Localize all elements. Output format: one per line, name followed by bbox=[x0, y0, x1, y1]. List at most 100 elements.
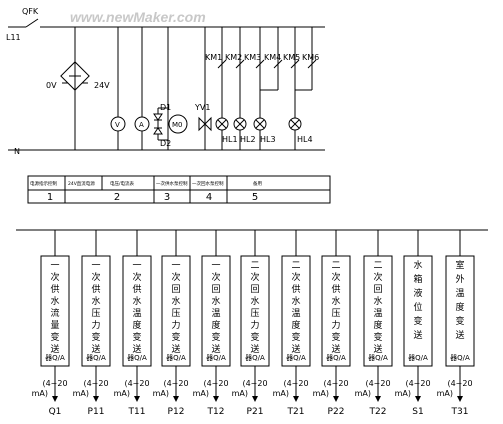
arrow-icon bbox=[293, 396, 299, 402]
transmitter-name-char: 回 bbox=[171, 284, 180, 295]
arrow-icon bbox=[134, 396, 140, 402]
transmitter-suffix: 器Q/A bbox=[166, 354, 186, 362]
transmitter-suffix: 器Q/A bbox=[245, 354, 265, 362]
transmitter-signal-unit: mA) bbox=[313, 389, 329, 398]
transmitter-signal-range: (4~20 bbox=[83, 379, 108, 388]
neutral-label: N bbox=[14, 147, 20, 156]
transmitter-name-char: 压 bbox=[250, 308, 259, 319]
transmitter-name-char: 压 bbox=[91, 308, 100, 319]
transmitter-signal-range: (4~20 bbox=[405, 379, 430, 388]
transmitter-signal-range: (4~20 bbox=[447, 379, 472, 388]
relay-label-km1: KM1 bbox=[205, 53, 222, 62]
table-desc-3: 电压/电流表 bbox=[110, 180, 135, 187]
transmitter-name-char: 量 bbox=[50, 320, 59, 331]
lamp-label-hl4: HL4 bbox=[297, 135, 313, 144]
arrow-icon bbox=[415, 396, 421, 402]
transmitter-name-char: 箱 bbox=[413, 273, 422, 285]
relay-contact-km3 bbox=[255, 59, 265, 69]
transmitter-name-char: 送 bbox=[413, 329, 422, 341]
transmitter-name-char: 送 bbox=[373, 343, 382, 355]
transmitter-name-char: 供 bbox=[132, 283, 141, 295]
transmitter-name-char: 变 bbox=[373, 331, 382, 343]
transmitter-name-char: 温 bbox=[455, 288, 464, 299]
arrow-icon bbox=[252, 396, 258, 402]
lamp-label-hl1: HL1 bbox=[222, 135, 238, 144]
transmitter-signal-unit: mA) bbox=[355, 389, 371, 398]
transmitter-signal-unit: mA) bbox=[437, 389, 453, 398]
transmitter-name-char: 变 bbox=[50, 331, 59, 343]
transmitter-name-char: 变 bbox=[91, 331, 100, 343]
diode-d2-icon bbox=[153, 127, 163, 135]
motor-icon bbox=[168, 114, 188, 134]
transmitter-name-char: 水 bbox=[291, 295, 300, 307]
transmitter-name-char: 次 bbox=[373, 271, 382, 283]
transmitter-signal-unit: mA) bbox=[232, 389, 248, 398]
transmitter-name-char: 液 bbox=[413, 287, 422, 299]
transmitter-name-char: 度 bbox=[373, 319, 382, 331]
transmitter-name-char: 次 bbox=[211, 271, 220, 283]
dc-label-24v: 24V bbox=[94, 81, 110, 90]
ammeter-icon bbox=[134, 116, 150, 132]
transmitter-name-char: 一 bbox=[50, 261, 59, 271]
transmitter-name-char: 温 bbox=[291, 308, 300, 319]
transmitter-name-char: 变 bbox=[455, 315, 464, 327]
transmitter-signal-unit: mA) bbox=[32, 389, 48, 398]
transmitter-name-char: 流 bbox=[50, 307, 59, 319]
arrow-icon bbox=[457, 396, 463, 402]
transmitter-name-char: 送 bbox=[50, 343, 59, 355]
transmitter-name-char: 次 bbox=[250, 271, 259, 283]
transmitter-name-char: 一 bbox=[171, 261, 180, 271]
transmitter-name-char: 送 bbox=[331, 343, 340, 355]
transmitter-name-char: 水 bbox=[211, 295, 220, 307]
diode-label-d2: D2 bbox=[160, 139, 171, 148]
arrow-icon bbox=[333, 396, 339, 402]
transmitter-name-char: 一 bbox=[211, 261, 220, 271]
arrow-icon bbox=[213, 396, 219, 402]
transmitter-name-char: 变 bbox=[250, 331, 259, 343]
dc-label-0v: 0V bbox=[46, 81, 57, 90]
transmitter-name-char: 供 bbox=[50, 283, 59, 295]
transmitter-signal-range: (4~20 bbox=[163, 379, 188, 388]
transmitter-tag: S1 bbox=[412, 407, 423, 417]
transmitter-name-char: 力 bbox=[171, 319, 180, 331]
relay-contact-km5 bbox=[290, 59, 300, 69]
transmitter-name-char: 一 bbox=[91, 261, 100, 271]
relay-label-km3: KM3 bbox=[244, 53, 261, 62]
transmitter-name-char: 供 bbox=[291, 283, 300, 295]
transmitter-tag: Q1 bbox=[49, 407, 62, 417]
transmitter-tag: T11 bbox=[128, 407, 146, 417]
transmitter-name-char: 温 bbox=[132, 308, 141, 319]
transmitter-signal-range: (4~20 bbox=[283, 379, 308, 388]
transmitter-name-char: 供 bbox=[91, 283, 100, 295]
transmitter-box bbox=[281, 255, 311, 367]
table-desc-4: 一次供水泵控制 bbox=[156, 180, 188, 187]
transmitter-name-char: 二 bbox=[291, 261, 300, 271]
transmitter-name-char: 变 bbox=[132, 331, 141, 343]
diode-d1-icon bbox=[153, 113, 163, 121]
transmitter-name-char: 次 bbox=[171, 271, 180, 283]
transmitter-name-char: 次 bbox=[50, 271, 59, 283]
transmitter-name-char: 供 bbox=[331, 283, 340, 295]
transmitter-name-char: 回 bbox=[211, 284, 220, 295]
transmitter-name-char: 压 bbox=[171, 308, 180, 319]
transmitter-box bbox=[161, 255, 191, 367]
transmitter-name-char: 力 bbox=[331, 319, 340, 331]
transmitter-box bbox=[363, 255, 393, 367]
relay-contact-km4 bbox=[273, 59, 283, 69]
table-number-4: 4 bbox=[206, 192, 212, 203]
transmitter-name-char: 水 bbox=[331, 295, 340, 307]
relay-contact-km2 bbox=[235, 59, 245, 69]
arrow-icon bbox=[375, 396, 381, 402]
transmitter-signal-range: (4~20 bbox=[242, 379, 267, 388]
relay-label-km5: KM5 bbox=[283, 53, 300, 62]
transmitter-signal-unit: mA) bbox=[73, 389, 89, 398]
transmitter-name-char: 次 bbox=[331, 271, 340, 283]
transmitter-name-char: 送 bbox=[211, 343, 220, 355]
transmitter-tag: T12 bbox=[207, 407, 225, 417]
transmitter-tag: P22 bbox=[328, 407, 345, 417]
transmitter-name-char: 二 bbox=[331, 261, 340, 271]
transmitter-name-char: 水 bbox=[413, 259, 422, 271]
